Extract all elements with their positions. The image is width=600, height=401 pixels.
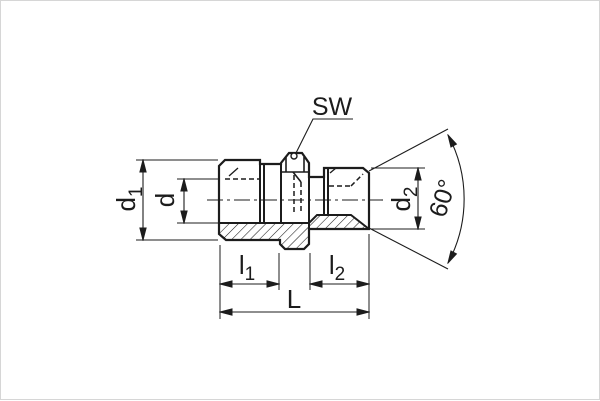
dim-d (177, 179, 218, 223)
interior-edges (259, 164, 329, 229)
hex-nut-facets (281, 157, 309, 183)
section-hatch (219, 215, 369, 249)
dim-d2 (371, 168, 425, 229)
label-d: d (150, 193, 180, 207)
dim-l1 (220, 245, 279, 319)
label-d2: d2 (386, 186, 422, 211)
fitting-outline (217, 151, 371, 251)
label-l2: l2 (329, 250, 345, 285)
label-L: L (287, 284, 301, 314)
label-l1: l1 (239, 250, 255, 285)
dim-cone-angle (368, 128, 465, 270)
bore-line (219, 214, 370, 230)
chamfer-ticks (228, 167, 337, 177)
label-d1: d1 (111, 186, 147, 211)
hidden-lines (225, 173, 364, 214)
label-sw: SW (312, 93, 353, 121)
dim-l2 (310, 234, 369, 319)
dim-d1 (136, 160, 218, 240)
label-angle-60: 60° (424, 176, 462, 221)
sw-leader (290, 118, 353, 160)
